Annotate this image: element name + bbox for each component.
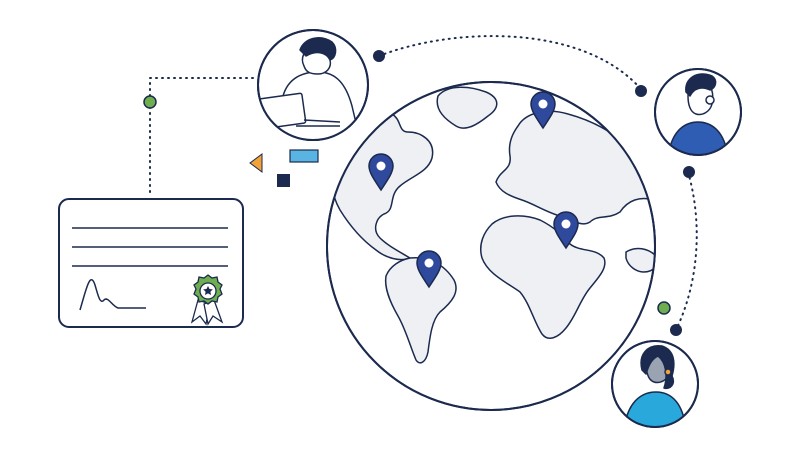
connector-lines: [149, 35, 698, 331]
globe-icon: [326, 81, 656, 411]
continent-south-america: [384, 256, 457, 364]
dot-green-left: [143, 95, 157, 109]
dot-navy-right: [683, 166, 695, 178]
orange-triangle-shape: [249, 153, 263, 173]
dot-navy-bottom: [670, 324, 682, 336]
continent-greenland: [436, 86, 498, 129]
lightblue-bar-shape: [289, 149, 319, 163]
dot-navy-top: [373, 50, 385, 62]
navy-square-shape: [277, 174, 290, 187]
connector-top-person-to-right-person: [378, 35, 641, 89]
map-pin-icon: [530, 91, 556, 130]
person-avatar-icon: [257, 29, 369, 141]
dot-green-right: [657, 301, 671, 315]
certificate-icon: [58, 198, 244, 328]
award-ribbon-icon: [190, 274, 224, 326]
person-avatar-icon: [654, 68, 742, 156]
person-avatar-icon: [611, 340, 699, 428]
connector-certificate-to-top-person: [149, 77, 259, 193]
map-pin-icon: [368, 153, 394, 192]
connector-right-person-to-bottom-person: [675, 171, 698, 331]
signature-scribble: [79, 279, 146, 311]
dot-navy-right-top: [635, 85, 647, 97]
map-pin-icon: [553, 211, 579, 250]
map-pin-icon: [416, 250, 442, 289]
